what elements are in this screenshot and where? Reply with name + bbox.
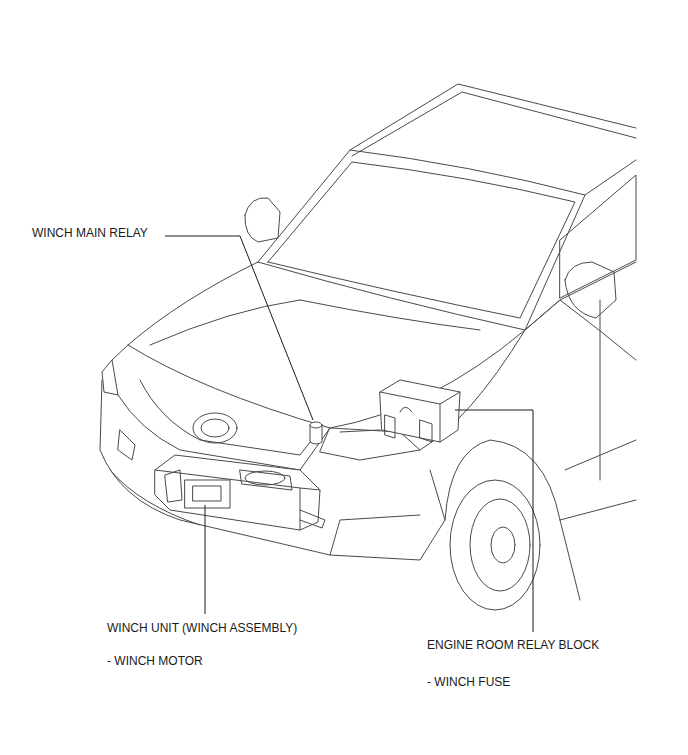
windshield bbox=[258, 150, 585, 330]
roof-line bbox=[352, 92, 636, 156]
vehicle-outline bbox=[100, 84, 636, 610]
door-line bbox=[600, 300, 601, 480]
winch-unit bbox=[155, 455, 325, 530]
bumper-line bbox=[330, 515, 420, 555]
wheel bbox=[470, 499, 530, 591]
grille-inner bbox=[140, 380, 318, 455]
hood-crease bbox=[150, 300, 300, 345]
relay-block bbox=[340, 380, 460, 442]
pillar bbox=[585, 160, 636, 195]
fog-lamp bbox=[118, 430, 135, 460]
left-mirror bbox=[245, 198, 280, 242]
relay bbox=[310, 422, 322, 444]
roof-line bbox=[350, 84, 636, 150]
leader-lines bbox=[165, 236, 533, 632]
emblem bbox=[193, 413, 237, 443]
hub bbox=[491, 527, 515, 563]
hood-front bbox=[128, 330, 525, 428]
part-label: - WINCH FUSE bbox=[427, 675, 510, 689]
grille-frame bbox=[112, 345, 330, 470]
hood-edge bbox=[128, 262, 258, 345]
part-label: ENGINE ROOM RELAY BLOCK bbox=[427, 638, 599, 652]
leader-line bbox=[455, 410, 533, 632]
leader-line bbox=[165, 236, 313, 420]
part-label: WINCH MAIN RELAY bbox=[32, 226, 148, 240]
part-label: - WINCH MOTOR bbox=[107, 654, 203, 668]
part-label: WINCH UNIT (WINCH ASSEMBLY) bbox=[107, 621, 297, 635]
leader-line bbox=[205, 505, 206, 614]
tire bbox=[450, 480, 540, 610]
side-window bbox=[560, 175, 636, 298]
sill bbox=[560, 500, 636, 520]
emblem bbox=[201, 419, 229, 437]
headlamp-left bbox=[102, 360, 118, 395]
windshield-inner bbox=[268, 162, 575, 318]
belt-line bbox=[525, 262, 636, 330]
hood-crease bbox=[300, 300, 480, 330]
